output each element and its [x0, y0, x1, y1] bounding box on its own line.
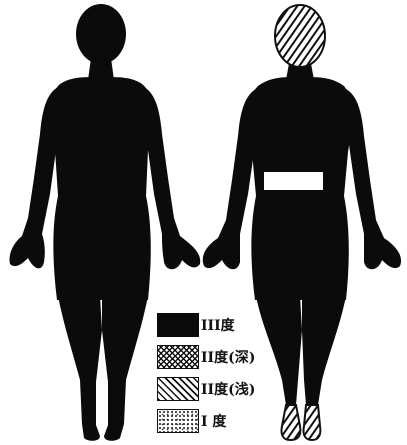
- legend-label: I 度: [201, 411, 226, 431]
- legend-swatch-dots: [157, 409, 199, 433]
- back-right-foot-burn: [303, 405, 320, 440]
- back-left-arm: [203, 88, 258, 269]
- front-neck: [88, 58, 114, 80]
- legend-item-first-degree: I 度: [157, 408, 292, 434]
- legend-item-second-degree-deep: II度(深): [157, 344, 292, 370]
- back-right-leg: [302, 296, 346, 405]
- back-head-burn: [275, 5, 325, 67]
- legend-label: III度: [201, 315, 235, 335]
- front-right-leg: [102, 296, 148, 441]
- legend-swatch-solid: [157, 313, 199, 337]
- legend-item-third-degree: III度: [157, 312, 292, 338]
- back-waist-unburned-band: [264, 172, 323, 190]
- front-right-arm: [142, 86, 200, 269]
- front-left-arm: [10, 86, 61, 268]
- legend-label: II度(浅): [201, 379, 255, 399]
- front-head: [76, 4, 126, 64]
- back-right-arm: [344, 88, 401, 269]
- legend-item-second-degree-superficial: II度(浅): [157, 376, 292, 402]
- front-torso: [51, 77, 152, 300]
- legend-swatch-crosshatch: [157, 345, 199, 369]
- burn-degree-legend: III度 II度(深) II度(浅) I 度: [157, 312, 292, 442]
- legend-label: II度(深): [201, 347, 255, 367]
- front-left-leg: [58, 296, 102, 441]
- legend-swatch-diagonal-hatch: [157, 377, 199, 401]
